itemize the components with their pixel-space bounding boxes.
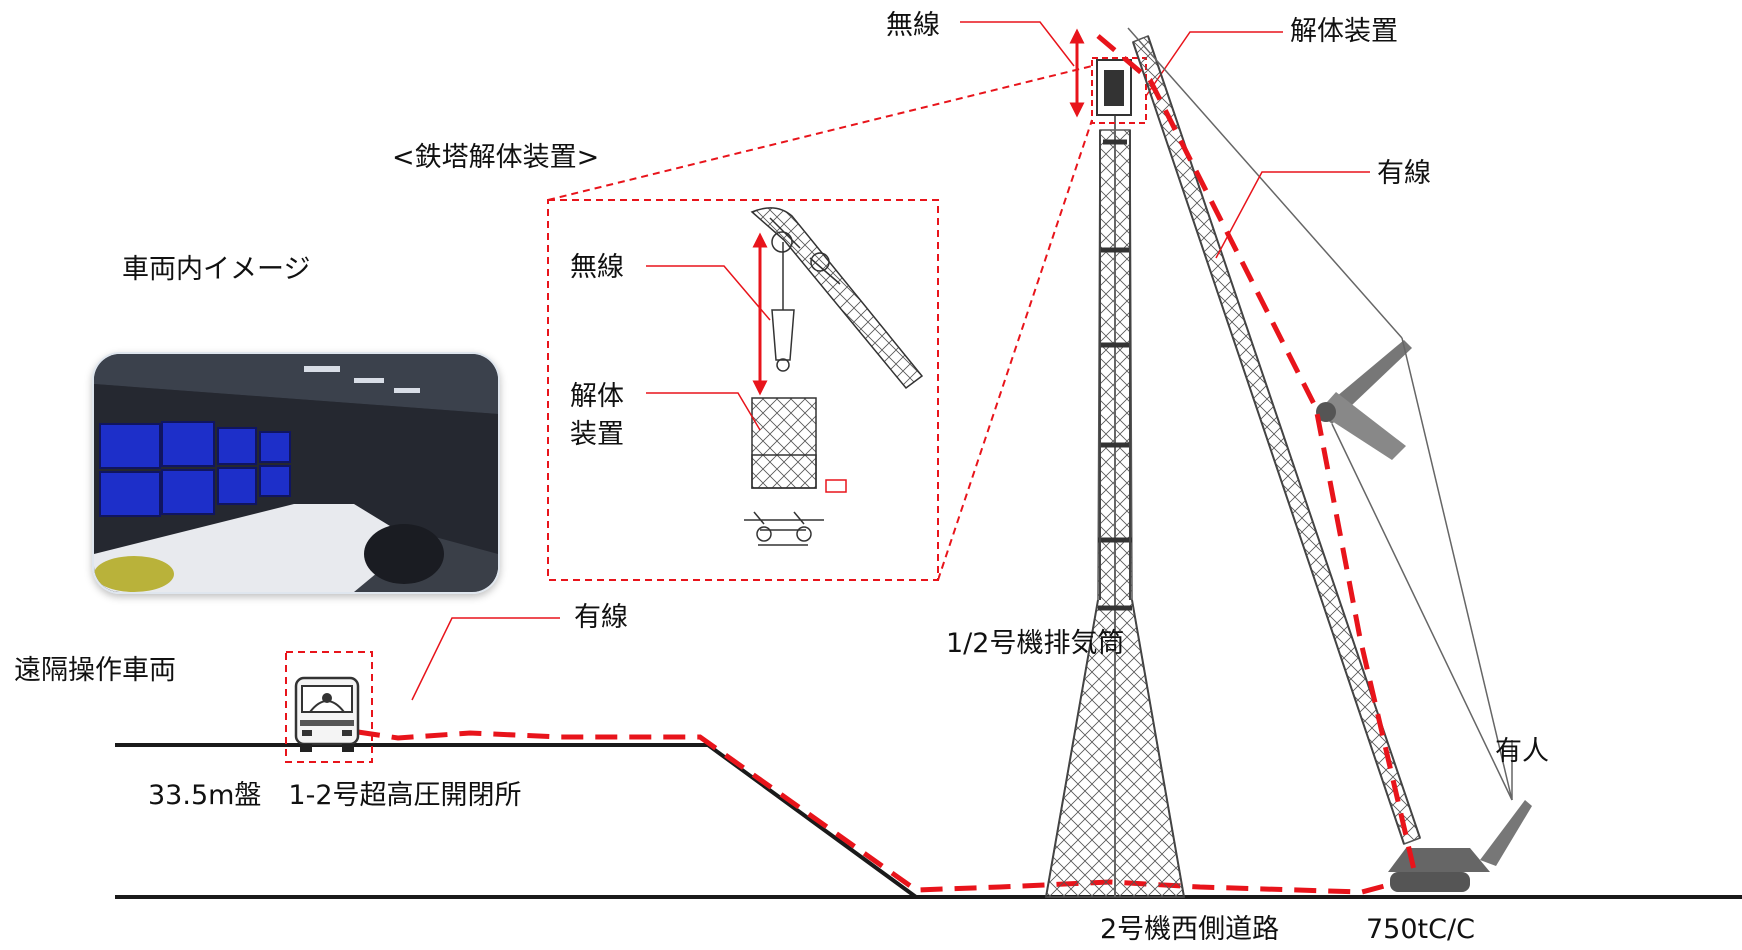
dismantling-device-icon	[744, 207, 924, 546]
label-wired-ground: 有線	[574, 602, 628, 633]
control-room-image	[94, 354, 498, 592]
leader-wired-crane	[1215, 171, 1370, 259]
leader-wireless-top	[960, 21, 1075, 67]
label-tower-device-title: <鉄塔解体装置>	[392, 142, 600, 173]
label-west-road: 2号機西側道路	[1100, 914, 1280, 945]
label-wireless-inset: 無線	[570, 252, 624, 283]
label-exhaust-stack: 1/2号機排気筒	[946, 628, 1125, 659]
zoom-line-lower	[937, 119, 1093, 581]
leader-wireless-inset	[646, 265, 771, 321]
device-highlight-box	[1091, 57, 1147, 124]
wired-crane-cable	[1096, 34, 1417, 871]
vehicle-interior-photo	[92, 352, 500, 594]
lattice-tower-icon	[1045, 59, 1185, 898]
leader-device-inset	[646, 392, 761, 431]
wired-cable-route	[357, 729, 1419, 895]
zoom-line-upper	[547, 65, 1093, 201]
label-wired-crane: 有線	[1377, 158, 1431, 189]
label-wireless-top: 無線	[886, 10, 940, 41]
label-site-level: 33.5m盤 1-2号超高圧開閉所	[148, 780, 522, 811]
label-manned: 有人	[1495, 736, 1549, 767]
label-dismantling-device-top: 解体装置	[1290, 16, 1398, 47]
label-dismantling-device-inset: 解体 装置	[570, 381, 624, 450]
label-vehicle-interior: 車両内イメージ	[122, 254, 311, 285]
leader-device-top	[1145, 31, 1283, 97]
label-crane-model: 750tC/C	[1366, 914, 1475, 945]
leader-wired-ground	[411, 617, 560, 701]
crawler-crane-icon	[1127, 27, 1532, 892]
vehicle-highlight-box	[285, 651, 373, 763]
inset-box	[547, 199, 939, 581]
ground-profile	[115, 743, 1742, 899]
ground-line	[115, 743, 1742, 899]
bus-icon	[294, 676, 360, 752]
label-remote-vehicle: 遠隔操作車両	[14, 655, 176, 686]
